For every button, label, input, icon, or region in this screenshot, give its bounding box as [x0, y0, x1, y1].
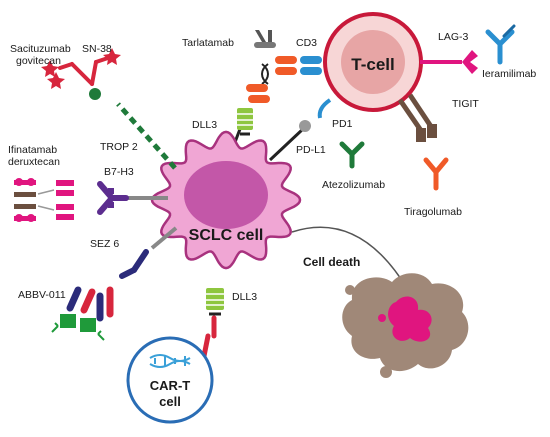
tiragolumab-antibody: [423, 157, 449, 191]
ieramilimab-antibody: [485, 24, 516, 65]
pd1-label: PD1: [332, 118, 353, 130]
tarlatamab-bite: [246, 56, 297, 103]
dll3-top-label: DLL3: [192, 119, 217, 131]
tiragolumab-label: Tiragolumab: [404, 206, 462, 218]
sez6-receptor: [119, 226, 178, 279]
cd3-label: CD3: [296, 37, 317, 49]
car-t-label-2: cell: [159, 394, 181, 409]
b7h3-label: B7-H3: [104, 166, 134, 178]
t-cell: T-cell: [323, 12, 423, 112]
sn38-label: SN-38: [82, 43, 112, 55]
sacituzumab-label-2: govitecan: [16, 55, 61, 67]
pdl1-ligand: [299, 120, 311, 132]
pdl1-label: PD-L1: [296, 144, 326, 156]
trop2-link: [89, 88, 177, 170]
tigit-domain-2: [427, 124, 437, 138]
tigit-domain-1: [416, 128, 426, 142]
tarlatamab-icon: [254, 30, 276, 48]
sacituzumab-label-1: Sacituzumab: [10, 43, 71, 55]
car-t-label-1: CAR-T: [150, 378, 190, 393]
abbv011-label: ABBV-011: [18, 289, 66, 301]
ifinatamab-label-1: Ifinatamab: [8, 144, 57, 156]
dll3-bottom-label: DLL3: [232, 291, 257, 303]
tarlatamab-label: Tarlatamab: [182, 37, 234, 49]
cell-death-arrow: [291, 226, 409, 291]
sacituzumab-govitecan: [41, 48, 121, 89]
sclc-cell-label: SCLC cell: [189, 227, 264, 244]
tigit-receptor: [397, 93, 437, 142]
car-t-cell: CAR-T cell: [126, 336, 214, 424]
pd1-receptor: [317, 98, 332, 119]
dll3-top-receptor: [237, 108, 253, 136]
abbv011-adc: [51, 286, 114, 341]
t-cell-label: T-cell: [351, 55, 394, 74]
lag3-receptor: [420, 50, 478, 74]
sez6-label: SEZ 6: [90, 238, 119, 250]
dll3-bottom-receptor: [206, 288, 224, 316]
pdl1-link: [268, 127, 305, 162]
ifinatamab-label-2: deruxtecan: [8, 156, 60, 168]
cell-death-label: Cell death: [303, 255, 360, 269]
tigit-label: TIGIT: [452, 98, 479, 110]
cd3-receptor: [300, 56, 322, 75]
dna-icon: [149, 354, 191, 368]
trop2-label: TROP 2: [100, 141, 138, 153]
ifinatamab-deruxtecan: [14, 178, 74, 222]
ieramilimab-label: Ieramilimab: [482, 68, 536, 80]
atezolizumab-antibody: [339, 141, 365, 169]
sclc-cell: SCLC cell: [150, 130, 302, 270]
atezolizumab-label: Atezolizumab: [322, 179, 385, 191]
b7h3-receptor: [97, 181, 168, 215]
dying-cell: [342, 273, 469, 378]
lag3-label: LAG-3: [438, 31, 469, 43]
